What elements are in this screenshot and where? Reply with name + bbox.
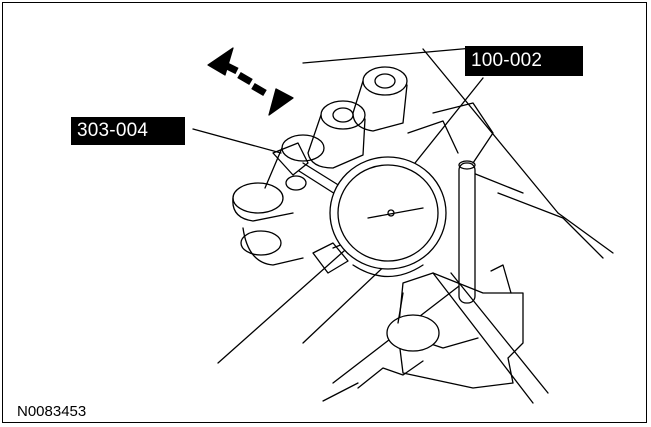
engine-dial-indicator-illustration [192, 47, 614, 404]
double-arrow-icon [207, 47, 294, 116]
leader-line-a [192, 128, 282, 154]
magnetic-base [386, 160, 549, 404]
figure-frame: 303-004 100-002 N0083453 [2, 2, 647, 423]
cylinder-head-outline [217, 47, 614, 402]
callout-label-a: 303-004 [71, 117, 185, 145]
callout-label-b: 100-002 [465, 46, 583, 76]
dial-gauge [329, 156, 447, 278]
valve-lifters [232, 66, 494, 266]
figure-id: N0083453 [17, 403, 87, 420]
